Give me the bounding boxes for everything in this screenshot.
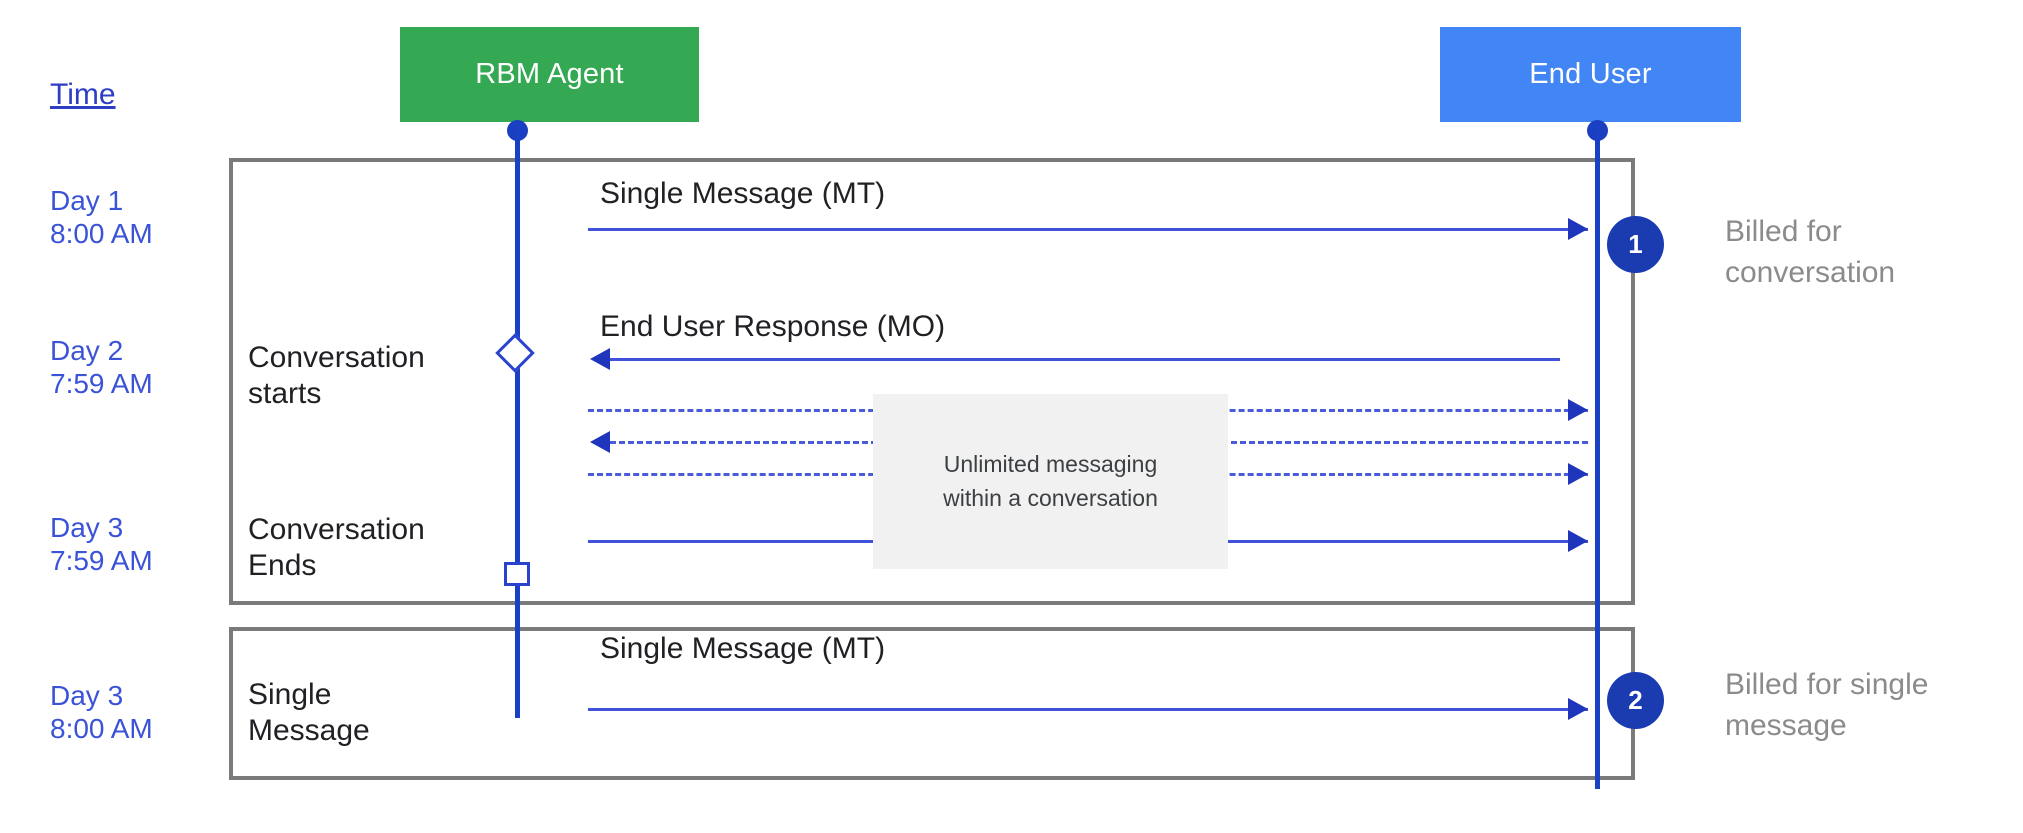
badge-number: 2 xyxy=(1628,685,1643,715)
timestamp-day1: Day 1 8:00 AM xyxy=(50,185,153,251)
note-line-2: within a conversation xyxy=(943,484,1158,511)
badge-number: 1 xyxy=(1628,229,1643,259)
timestamp-time-label: 8:00 AM xyxy=(50,217,153,249)
billing-badge-1: 1 xyxy=(1607,216,1664,273)
note-line-1: Unlimited messaging xyxy=(943,451,1158,478)
time-column-header: Time xyxy=(50,78,116,111)
message-arrowhead-right-5 xyxy=(1568,463,1588,485)
participant-label: End User xyxy=(1529,58,1652,90)
frame-label-single-message: Single Message xyxy=(248,678,370,747)
billing-note-2: Billed for single message xyxy=(1725,668,1929,742)
timestamp-day2: Day 2 7:59 AM xyxy=(50,335,153,401)
message-arrowhead-right-7 xyxy=(1568,698,1588,720)
conversation-frame xyxy=(229,158,1635,605)
message-arrow-line-2 xyxy=(610,358,1560,361)
message-arrowhead-left-4 xyxy=(590,431,610,453)
participant-rbm-agent: RBM Agent xyxy=(400,27,699,122)
lifeline-rbm-agent xyxy=(515,122,520,718)
timestamp-time-label: 8:00 AM xyxy=(50,712,153,744)
message-arrowhead-left-2 xyxy=(590,348,610,370)
frame-label-conversation-ends: Conversation Ends xyxy=(248,513,425,582)
message-arrowhead-right-6 xyxy=(1568,530,1588,552)
timestamp-day3-late: Day 3 8:00 AM xyxy=(50,680,153,746)
timestamp-day-label: Day 2 xyxy=(50,335,124,366)
timestamp-day-label: Day 3 xyxy=(50,680,124,711)
message-label-single-message-mt-2: Single Message (MT) xyxy=(600,632,886,665)
participant-end-user: End User xyxy=(1440,27,1741,122)
timestamp-time-label: 7:59 AM xyxy=(50,544,153,576)
timestamp-day-label: Day 1 xyxy=(50,185,124,216)
timestamp-day3-early: Day 3 7:59 AM xyxy=(50,512,153,578)
frame-label-conversation-starts: Conversation starts xyxy=(248,341,425,410)
message-label-end-user-response-mo: End User Response (MO) xyxy=(600,310,946,343)
message-arrowhead-right-3 xyxy=(1568,399,1588,421)
billing-badge-2: 2 xyxy=(1607,672,1664,729)
participant-label: RBM Agent xyxy=(475,58,624,90)
message-label-single-message-mt-1: Single Message (MT) xyxy=(600,177,886,210)
billing-note-1: Billed for conversation xyxy=(1725,215,1896,289)
message-arrowhead-right-1 xyxy=(1568,218,1588,240)
timestamp-day-label: Day 3 xyxy=(50,512,124,543)
timestamp-time-label: 7:59 AM xyxy=(50,367,153,399)
conversation-end-square-icon xyxy=(504,562,530,586)
message-arrow-line-1 xyxy=(588,228,1588,231)
lifeline-end-user xyxy=(1595,122,1600,789)
unlimited-messaging-note: Unlimited messaging within a conversatio… xyxy=(873,394,1228,569)
message-arrow-line-7 xyxy=(588,708,1588,711)
